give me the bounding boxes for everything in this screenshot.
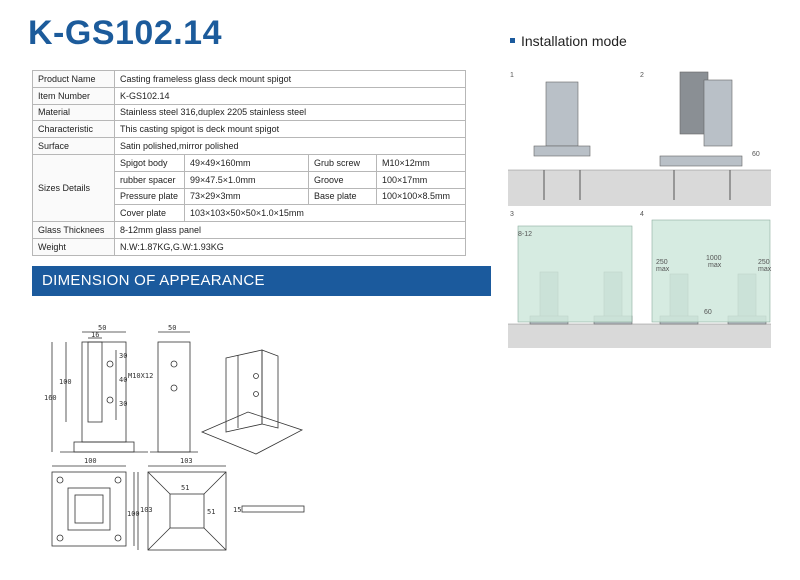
size-key: Pressure plate (114, 187, 185, 206)
spec-value: Casting frameless glass deck mount spigo… (114, 70, 466, 88)
spec-label: Surface (32, 137, 115, 155)
dim-label: 50 (168, 324, 176, 332)
spec-value: This casting spigot is deck mount spigot (114, 120, 466, 139)
dim-label: 103 (140, 506, 153, 514)
spec-row-material: Material Stainless steel 316,duplex 2205… (32, 103, 466, 122)
dim-label: 40 (119, 376, 127, 384)
spec-label: Weight (32, 237, 115, 256)
step-number: 4 (640, 211, 644, 218)
dim-label: 100 (59, 378, 72, 386)
size-key: Base plate (308, 187, 377, 206)
installation-heading: Installation mode (510, 33, 627, 49)
spec-label: Sizes Details (32, 153, 115, 223)
glass-panel (517, 225, 633, 323)
dimension-banner: DIMENSION OF APPEARANCE (32, 266, 491, 296)
spec-label: Characteristic (32, 120, 115, 139)
size-value: M10×12mm (376, 153, 466, 172)
size-value: 100×100×8.5mm (376, 187, 466, 206)
spec-row-characteristic: Characteristic This casting spigot is de… (32, 120, 466, 139)
spec-table: Product Name Casting frameless glass dec… (32, 70, 466, 256)
front-view-body (157, 341, 191, 453)
top-view-base (51, 471, 127, 547)
size-key: Grub screw (308, 153, 377, 172)
size-value: 99×47.5×1.0mm (184, 170, 309, 189)
spec-row-sizes: rubber spacer 99×47.5×1.0mm Groove 100×1… (33, 170, 466, 189)
installation-drawings: 1 2 3 4 60 8-12 250 max 1000 max 250 max… (508, 71, 772, 348)
spec-row-surface: Surface Satin polished,mirror polished (32, 137, 466, 155)
spec-row-sizes: Sizes Details Spigot body 49×49×160mm Gr… (32, 153, 466, 223)
dim-label: 100 (127, 510, 140, 518)
product-title: K-GS102.14 (28, 14, 222, 52)
size-value: 100×17mm (376, 170, 466, 189)
dim-label: max (656, 266, 670, 273)
spec-row-item-number: Item Number K-GS102.14 (32, 86, 466, 105)
dim-label: 8-12 (518, 231, 532, 238)
dim-label: 60 (704, 309, 712, 316)
step-number: 3 (510, 211, 514, 218)
dim-label: 100 (84, 457, 97, 465)
size-value: 73×29×3mm (184, 187, 309, 206)
dim-label: 103 (180, 457, 193, 465)
cover-plate (147, 471, 227, 551)
glass-panel (651, 219, 771, 323)
spec-row-product-name: Product Name Casting frameless glass dec… (32, 70, 466, 88)
dim-label: 160 (44, 394, 57, 402)
size-key: Cover plate (114, 204, 185, 223)
dim-label: 30 (119, 352, 127, 360)
spec-value: Satin polished,mirror polished (114, 137, 466, 155)
dim-label: 1000 (706, 255, 722, 262)
dim-label: 50 (98, 324, 106, 332)
spec-label: Item Number (32, 86, 115, 105)
spec-label: Glass Thicknees (32, 221, 115, 239)
dim-label: 250 (758, 259, 770, 266)
step-number: 2 (640, 72, 644, 79)
step-number: 1 (510, 72, 514, 79)
size-key: Spigot body (114, 153, 185, 172)
size-value: 49×49×160mm (184, 153, 309, 172)
size-key: Groove (308, 170, 377, 189)
spec-value: K-GS102.14 (114, 86, 466, 105)
spec-row-sizes: Cover plate 103×103×50×50×1.0×15mm (33, 204, 466, 223)
dim-label: 30 (119, 400, 127, 408)
size-key: rubber spacer (114, 170, 185, 189)
bullet-icon (510, 37, 515, 43)
spec-row-glass: Glass Thicknees 8-12mm glass panel (32, 221, 466, 239)
dim-label: max (708, 262, 722, 269)
spec-value: N.W:1.87KG,G.W:1.93KG (114, 237, 466, 256)
dimension-drawings: 50 16 50 160 100 30 40 30 M10X12 100 103… (44, 324, 305, 551)
dim-label: max (758, 266, 772, 273)
size-value: 103×103×50×50×1.0×15mm (184, 204, 466, 223)
spec-value: Stainless steel 316,duplex 2205 stainles… (114, 103, 466, 122)
installation-heading-text: Installation mode (521, 33, 627, 49)
install-spigot (545, 81, 579, 147)
dim-label: 16 (91, 331, 99, 339)
dim-label: M10X12 (128, 372, 153, 380)
iso-view-base (200, 411, 304, 455)
plate-side (241, 505, 305, 513)
spec-label: Product Name (32, 70, 115, 88)
spec-value: 8-12mm glass panel (114, 221, 466, 239)
spec-row-weight: Weight N.W:1.87KG,G.W:1.93KG (32, 237, 466, 256)
dim-label: 60 (752, 151, 760, 158)
dim-label: 51 (207, 508, 215, 516)
dim-label: 15 (233, 506, 241, 514)
spec-label: Material (32, 103, 115, 122)
dim-label: 250 (656, 259, 668, 266)
dim-label: 51 (181, 484, 189, 492)
